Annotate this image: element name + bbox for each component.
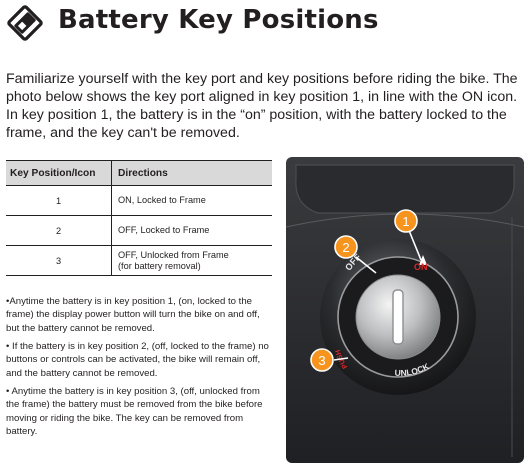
key-position-cell: 3	[6, 245, 112, 276]
table-row: 3 OFF, Unlocked from Frame (for battery …	[6, 245, 272, 276]
column-header-position: Key Position/Icon	[6, 160, 112, 186]
key-port-photo: OFF ON PUSH UNLOCK 1 2 3	[286, 157, 524, 463]
callout-2-number: 2	[342, 240, 349, 255]
column-header-directions: Directions	[111, 160, 272, 186]
directions-text: ON, Locked to Frame	[118, 195, 206, 205]
callout-2-leader	[355, 256, 377, 274]
directions-text: OFF, Locked to Frame	[118, 225, 210, 235]
list-item: •Anytime the battery is in key position …	[6, 296, 260, 334]
directions-cell: ON, Locked to Frame	[111, 185, 272, 216]
directions-text: OFF, Unlocked from Frame	[118, 249, 229, 260]
callout-3: 3	[310, 348, 334, 372]
battery-key-icon	[7, 5, 43, 41]
key-positions-table: Key Position/Icon Directions 1 ON, Locke…	[6, 160, 272, 276]
directions-note: (for battery removal)	[118, 260, 201, 271]
list-item: • If the battery is in key position 2, (…	[6, 341, 269, 379]
table-row: 2 OFF, Locked to Frame	[6, 215, 272, 246]
notes-list: •Anytime the battery is in key position …	[6, 295, 272, 444]
callout-3-leader	[333, 357, 349, 361]
key-position-cell: 1	[6, 185, 112, 216]
callout-3-number: 3	[318, 353, 325, 368]
callout-2: 2	[334, 235, 358, 259]
lock-cylinder	[320, 239, 476, 395]
list-item: • Anytime the battery is in key position…	[6, 386, 263, 438]
table-header-row: Key Position/Icon Directions	[6, 160, 272, 186]
directions-cell: OFF, Unlocked from Frame (for battery re…	[111, 245, 272, 276]
directions-cell: OFF, Locked to Frame	[111, 215, 272, 246]
callout-1: 1	[394, 209, 418, 233]
page-title: Battery Key Positions	[58, 5, 379, 35]
key-position-cell: 2	[6, 215, 112, 246]
lock-label-on: ON	[414, 262, 428, 272]
intro-paragraph: Familiarize yourself with the key port a…	[6, 71, 518, 141]
callout-1-number: 1	[402, 214, 409, 229]
table-row: 1 ON, Locked to Frame	[6, 185, 272, 216]
position-marker-icon	[419, 255, 427, 265]
